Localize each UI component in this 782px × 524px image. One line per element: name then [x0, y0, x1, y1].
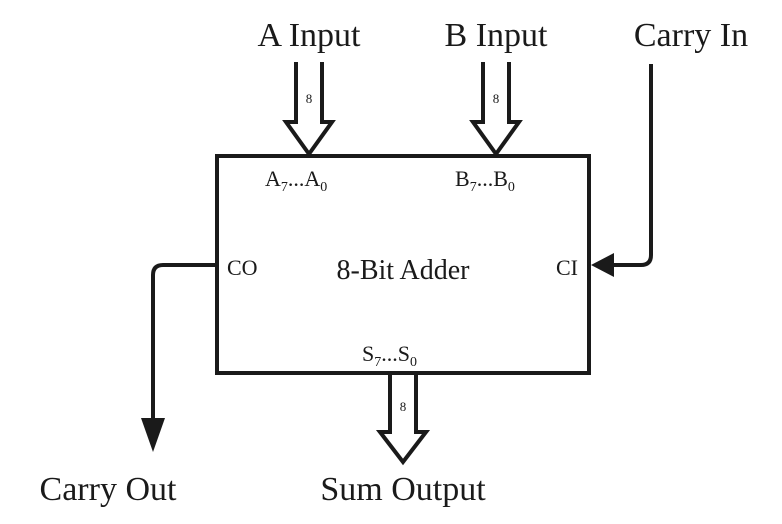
carry-out-arrowhead	[141, 418, 165, 452]
co-pin-label: CO	[227, 255, 258, 280]
a-input-bus-arrow	[282, 62, 336, 158]
carry-out-line	[151, 263, 217, 420]
sum-pin-label: S7...S0	[362, 341, 417, 370]
ci-pin-label: CI	[556, 255, 578, 280]
a-input-label: A Input	[258, 17, 362, 54]
b-input-bus-arrow	[469, 62, 523, 158]
carry-in-label: Carry In	[634, 17, 748, 54]
sum-bus-width: 8	[400, 399, 407, 414]
carry-out-label: Carry Out	[40, 471, 177, 508]
carry-in-line	[612, 64, 653, 267]
a-pin-label: A7...A0	[265, 166, 327, 195]
sum-output-bus-arrow	[375, 375, 431, 466]
a-bus-width: 8	[306, 91, 313, 106]
b-input-label: B Input	[445, 17, 549, 54]
b-bus-width: 8	[493, 91, 500, 106]
sum-output-label: Sum Output	[320, 471, 486, 508]
b-pin-label: B7...B0	[455, 166, 515, 195]
block-title: 8-Bit Adder	[337, 255, 471, 286]
adder-block	[215, 154, 591, 375]
carry-in-arrowhead	[591, 253, 614, 277]
